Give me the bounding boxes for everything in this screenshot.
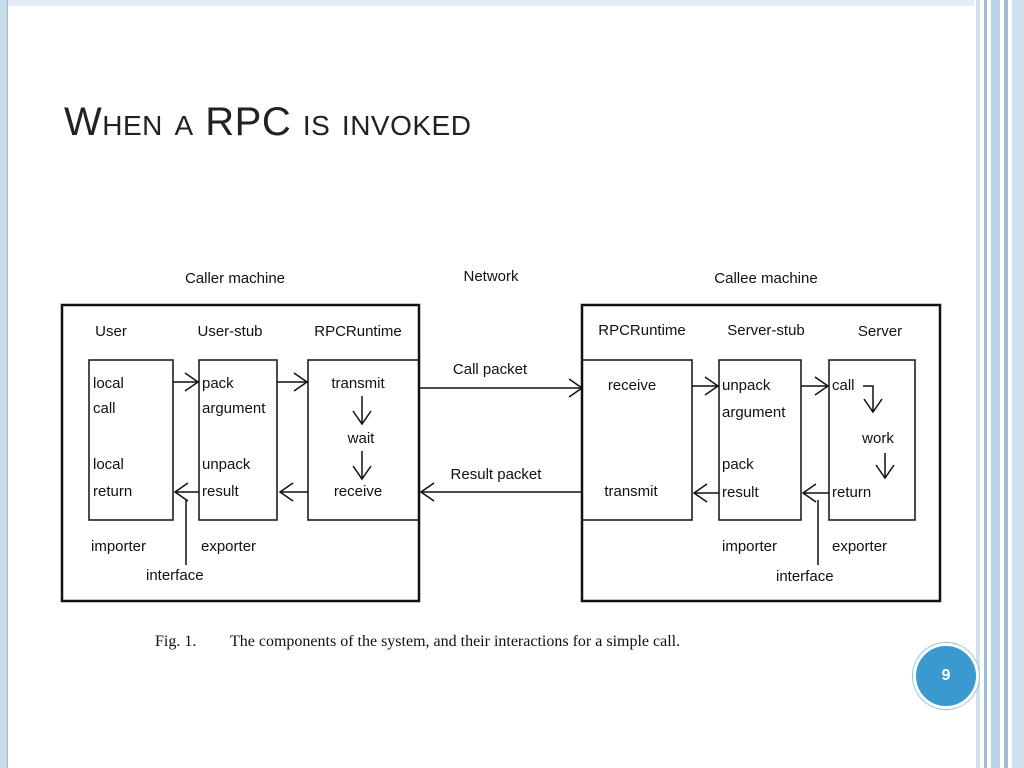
right-stripe <box>1004 0 1008 768</box>
user-stub-box-line: unpack <box>202 456 251 473</box>
result-packet-label: Result packet <box>451 466 543 483</box>
user-box <box>88 359 174 521</box>
callee-importer-label: importer <box>722 538 777 555</box>
page-number-badge: 9 <box>913 643 979 709</box>
caller-interface-label: interface <box>146 567 204 584</box>
callee-server-label: Server <box>858 323 902 340</box>
caller-runtime-box <box>307 359 420 521</box>
callee-server-stub-label: Server-stub <box>727 322 805 339</box>
caller-exporter-label: exporter <box>201 538 256 555</box>
user-box-line: local <box>93 456 124 473</box>
user-stub-box-line: argument <box>202 400 266 417</box>
caller-runtime-box-line: transmit <box>331 375 385 392</box>
slide-title: When a RPC is invoked <box>64 100 472 144</box>
server-stub-box-line: result <box>722 484 760 501</box>
callee-rpc-runtime-label: RPCRuntime <box>598 322 686 339</box>
left-frame-bar <box>0 0 8 768</box>
user-box-line: call <box>93 400 116 417</box>
caller-machine-box <box>60 303 421 603</box>
user-box-line: local <box>93 375 124 392</box>
right-stripe <box>976 0 980 768</box>
right-stripe <box>991 0 1000 768</box>
caller-runtime-box-line: wait <box>347 430 376 447</box>
server-stub-box-line: unpack <box>722 377 771 394</box>
server-box-line: call <box>832 377 855 394</box>
caller-machine-heading: Caller machine <box>185 270 285 287</box>
callee-machine-heading: Callee machine <box>714 270 817 287</box>
server-box-line: work <box>861 430 894 447</box>
caller-runtime-box-line: receive <box>334 483 382 500</box>
callee-runtime-box <box>581 359 693 521</box>
callee-interface-label: interface <box>776 568 834 585</box>
user-stub-box-line: result <box>202 483 240 500</box>
server-stub-box-line: argument <box>722 404 786 421</box>
server-stub-box <box>718 359 802 521</box>
callee-exporter-label: exporter <box>832 538 887 555</box>
rpc-diagram: Caller machine Network Callee machine Us… <box>60 268 942 650</box>
caller-user-label: User <box>95 323 127 340</box>
right-stripe <box>1012 0 1024 768</box>
network-heading: Network <box>463 268 519 285</box>
callee-machine-box <box>580 303 942 603</box>
server-box <box>828 359 916 521</box>
caller-rpc-runtime-label: RPCRuntime <box>314 323 402 340</box>
callee-runtime-box-line: receive <box>608 377 656 394</box>
caller-user-stub-label: User-stub <box>197 323 262 340</box>
right-stripe <box>984 0 987 768</box>
user-stub-box <box>198 359 278 521</box>
server-stub-box-line: pack <box>722 456 754 473</box>
figure-caption-label: Fig. 1. <box>155 633 196 650</box>
callee-runtime-box-line: transmit <box>604 483 658 500</box>
server-box-line: return <box>832 484 871 501</box>
call-to-work-arrow <box>863 385 883 414</box>
caller-importer-label: importer <box>91 538 146 555</box>
user-stub-box-line: pack <box>202 375 234 392</box>
call-packet-label: Call packet <box>453 361 528 378</box>
figure-caption-text: The components of the system, and their … <box>230 633 680 650</box>
top-frame-bar <box>8 0 974 6</box>
user-box-line: return <box>93 483 132 500</box>
